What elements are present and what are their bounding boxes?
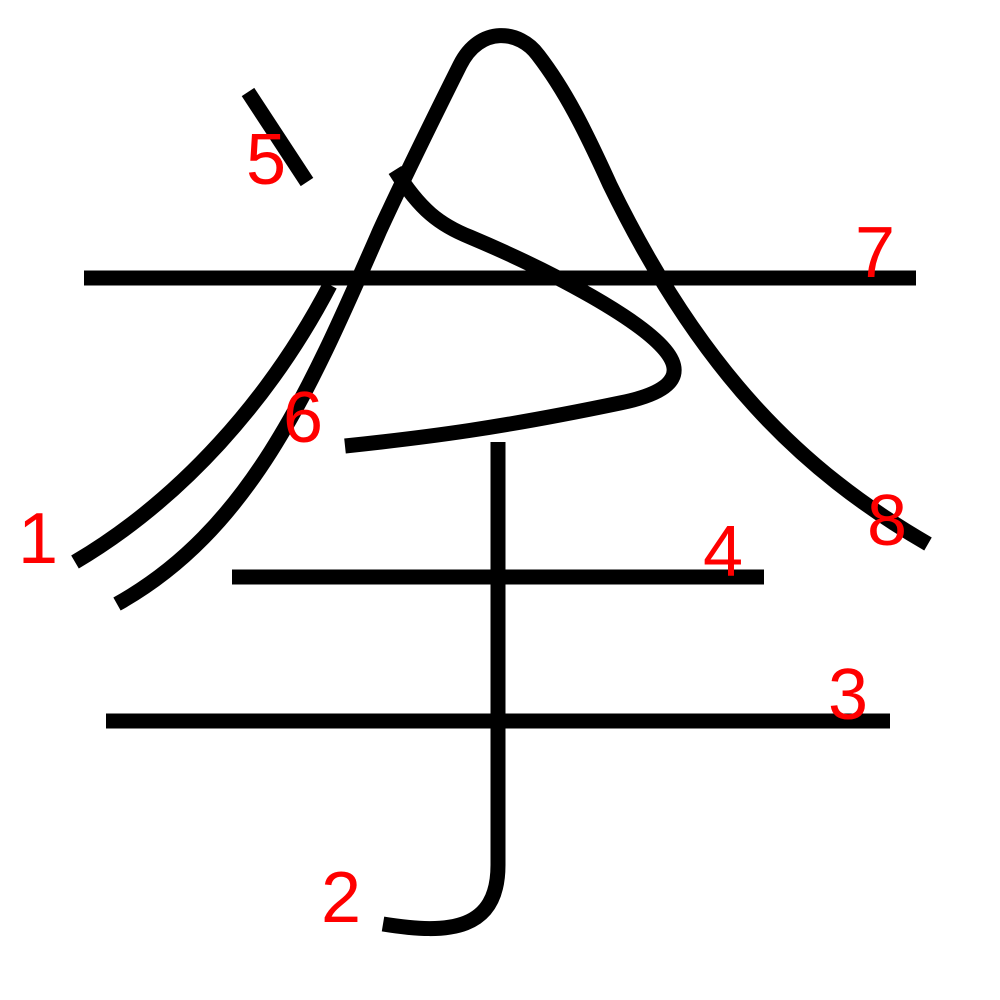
- stroke-label-7: 7: [855, 213, 895, 293]
- stroke-label-6: 6: [283, 378, 323, 458]
- stroke-8: [113, 28, 932, 611]
- stroke-label-4: 4: [703, 512, 743, 592]
- stroke-label-3: 3: [828, 655, 868, 735]
- stroke-label-8: 8: [867, 481, 907, 561]
- stroke-label-5: 5: [246, 120, 286, 200]
- stroke-label-1: 1: [18, 499, 58, 579]
- stroke-6: [344, 166, 682, 454]
- stroke-1: [71, 281, 337, 569]
- stroke-2: [381, 442, 506, 936]
- stroke-5: [241, 87, 314, 187]
- stroke-label-2: 2: [321, 858, 361, 938]
